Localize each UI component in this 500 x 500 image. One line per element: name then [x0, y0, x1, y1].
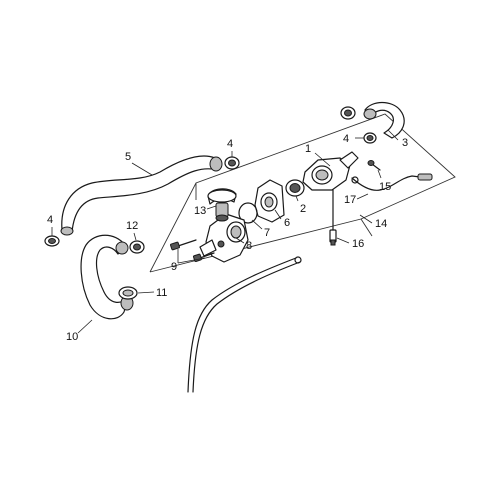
callout-8: 8 — [246, 240, 252, 252]
callout-5: 5 — [125, 151, 131, 163]
temperature-sensor-16 — [329, 189, 337, 246]
coolant-fitting-8 — [199, 213, 249, 263]
callout-10: 10 — [66, 331, 78, 343]
filler-cap-13 — [207, 188, 237, 222]
hose-clamp-4-middle — [363, 132, 377, 144]
bolt-9-upper — [170, 239, 197, 251]
sensor-screw-15 — [367, 160, 381, 171]
callout-6: 6 — [284, 217, 290, 229]
callout-7: 7 — [264, 227, 270, 239]
assembly-frame — [149, 113, 456, 273]
thermostat-2 — [285, 179, 305, 197]
o-ring-7 — [238, 202, 258, 224]
overflow-tube — [187, 256, 302, 393]
callout-9: 9 — [171, 261, 177, 273]
callout-13: 13 — [194, 205, 206, 217]
callout-2: 2 — [300, 203, 306, 215]
callout-labels: 1 2 3 4 4 4 5 6 7 8 9 10 11 12 13 14 15 … — [47, 133, 408, 343]
hose-3 — [363, 101, 405, 139]
leader-lines — [51, 129, 399, 334]
temperature-sensor-wire-17 — [351, 173, 433, 191]
hose-clamp-4-upper — [340, 106, 356, 120]
hose-clamp-4-right — [224, 156, 240, 170]
hose-clamp-4-left — [44, 235, 60, 247]
hose-clamp-12 — [129, 240, 145, 254]
callout-4-upper: 4 — [343, 133, 349, 145]
callout-16: 16 — [352, 238, 364, 250]
callout-1: 1 — [305, 143, 311, 155]
callout-3: 3 — [402, 137, 408, 149]
callout-4-middle: 4 — [227, 138, 233, 150]
callout-17: 17 — [344, 194, 356, 206]
callout-12: 12 — [126, 220, 138, 232]
flange-gasket-6 — [254, 179, 285, 223]
hose-clamp-11 — [118, 286, 138, 300]
hose-10 — [80, 234, 134, 320]
callout-15: 15 — [379, 181, 391, 193]
callout-14: 14 — [375, 218, 387, 230]
callout-4-left: 4 — [47, 214, 53, 226]
callout-11: 11 — [156, 287, 167, 299]
hose-5 — [60, 155, 223, 236]
thermostat-housing-1 — [302, 151, 359, 191]
